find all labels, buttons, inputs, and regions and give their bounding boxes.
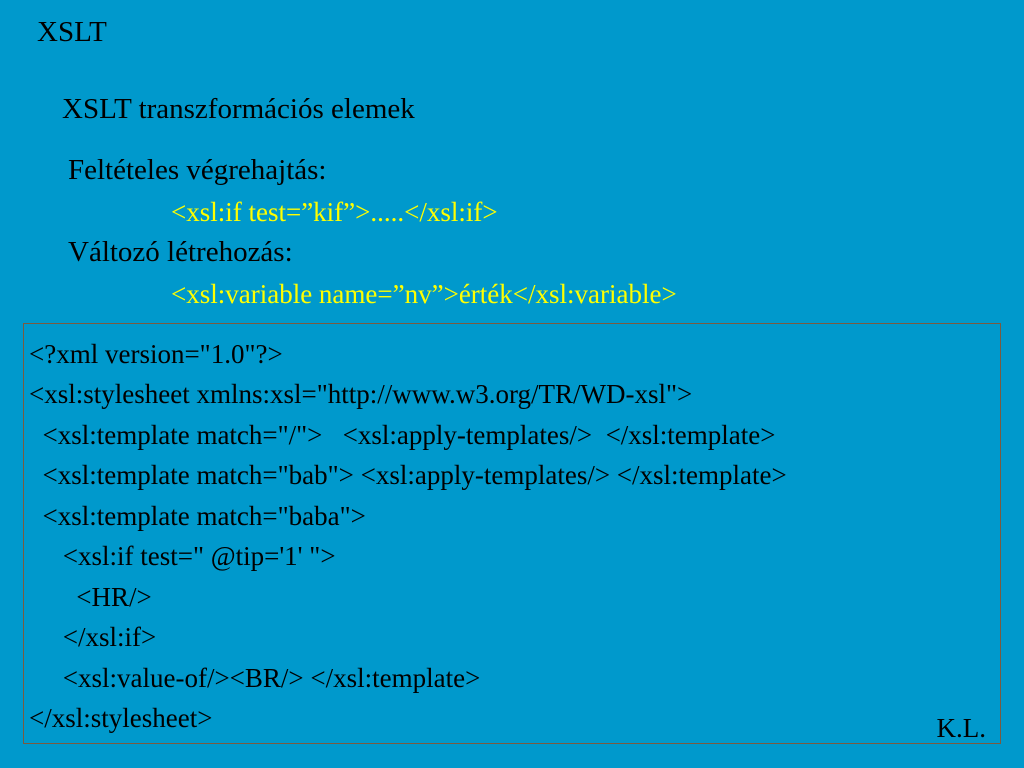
code-line-9: <xsl:value-of/><BR/> </xsl:template> [29, 663, 481, 693]
code-line-3: <xsl:template match="/"> <xsl:apply-temp… [29, 420, 776, 450]
author-signature: K.L. [936, 713, 987, 743]
section-subtitle: XSLT transzformációs elemek [62, 93, 415, 125]
code-line-8: </xsl:if> [29, 622, 157, 652]
code-line-10: </xsl:stylesheet> [29, 703, 213, 733]
code-line-5: <xsl:template match="baba"> [29, 501, 366, 531]
variable-code: <xsl:variable name=”nv”>érték</xsl:varia… [171, 279, 677, 309]
code-line-7: <HR/> [29, 582, 152, 612]
variable-label: Változó létrehozás: [68, 236, 293, 268]
slide-title: XSLT [37, 16, 107, 48]
code-line-6: <xsl:if test=" @tip='1' "> [29, 541, 336, 571]
code-line-2: <xsl:stylesheet xmlns:xsl="http://www.w3… [29, 379, 693, 409]
code-line-1: <?xml version="1.0"?> [29, 339, 283, 369]
code-line-4: <xsl:template match="bab"> <xsl:apply-te… [29, 460, 787, 490]
conditional-code: <xsl:if test=”kif”>.....</xsl:if> [171, 197, 498, 227]
conditional-label: Feltételes végrehajtás: [68, 154, 327, 186]
code-example-box: <?xml version="1.0"?> <xsl:stylesheet xm… [23, 323, 1001, 744]
